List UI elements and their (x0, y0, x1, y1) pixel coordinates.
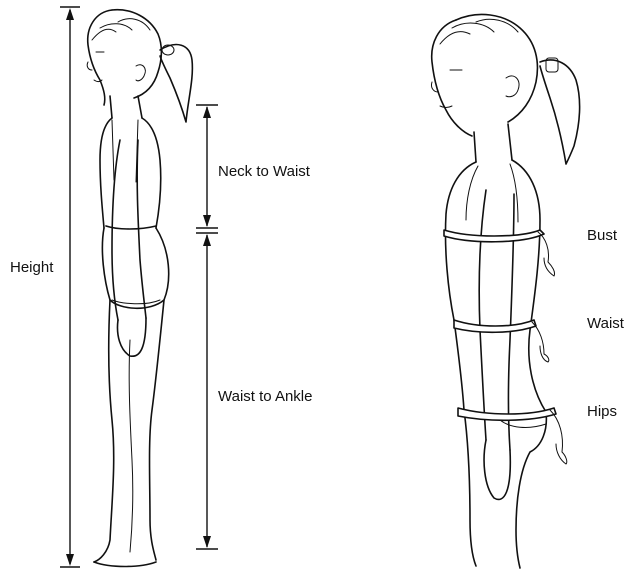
neck-to-waist-label: Neck to Waist (218, 164, 310, 179)
left-hand (118, 318, 147, 356)
left-brief-line (112, 300, 160, 304)
bust-label: Bust (587, 228, 617, 243)
right-arm-front (479, 190, 486, 440)
right-figure-torso-view (431, 14, 579, 568)
right-ear (506, 76, 519, 97)
right-torso-front (445, 162, 476, 410)
left-leg-front (94, 300, 114, 562)
left-ponytail (160, 45, 192, 122)
bust-tape (444, 230, 544, 242)
right-arm-back (509, 194, 515, 450)
left-head-back (112, 10, 161, 98)
right-hand (484, 440, 510, 499)
left-nose (87, 62, 92, 70)
right-leg-front (464, 410, 476, 566)
left-neck (110, 96, 142, 118)
right-strap (466, 164, 518, 222)
right-hair-strands (440, 19, 518, 44)
hip-tape-end (550, 410, 567, 464)
right-face-profile (432, 20, 472, 136)
left-chest-front (100, 118, 112, 228)
height-arrow (60, 7, 80, 567)
neck-to-waist-arrow (196, 105, 218, 228)
height-label: Height (10, 260, 53, 275)
right-head-back (456, 14, 537, 122)
right-leg-back (516, 412, 546, 568)
right-mouth (440, 106, 452, 108)
waist-label: Waist (587, 316, 624, 331)
left-hair-strands (92, 19, 150, 40)
left-waist-line (106, 226, 156, 229)
bust-tape-end (538, 232, 555, 276)
waist-tape (454, 320, 536, 332)
right-neck (474, 124, 512, 162)
waist-to-ankle-arrow (196, 233, 218, 549)
hip-tape (458, 408, 556, 420)
waist-tape-end (532, 322, 549, 362)
right-ponytail (540, 60, 580, 164)
right-brief-line (500, 420, 546, 427)
left-leg-inner (129, 340, 133, 552)
left-leg-back (150, 300, 165, 560)
left-figure-side-view (87, 10, 192, 567)
left-ear (136, 65, 145, 81)
left-back (142, 118, 161, 228)
waist-to-ankle-label: Waist to Ankle (218, 389, 312, 404)
hips-label: Hips (587, 404, 617, 419)
left-feet (94, 562, 156, 567)
